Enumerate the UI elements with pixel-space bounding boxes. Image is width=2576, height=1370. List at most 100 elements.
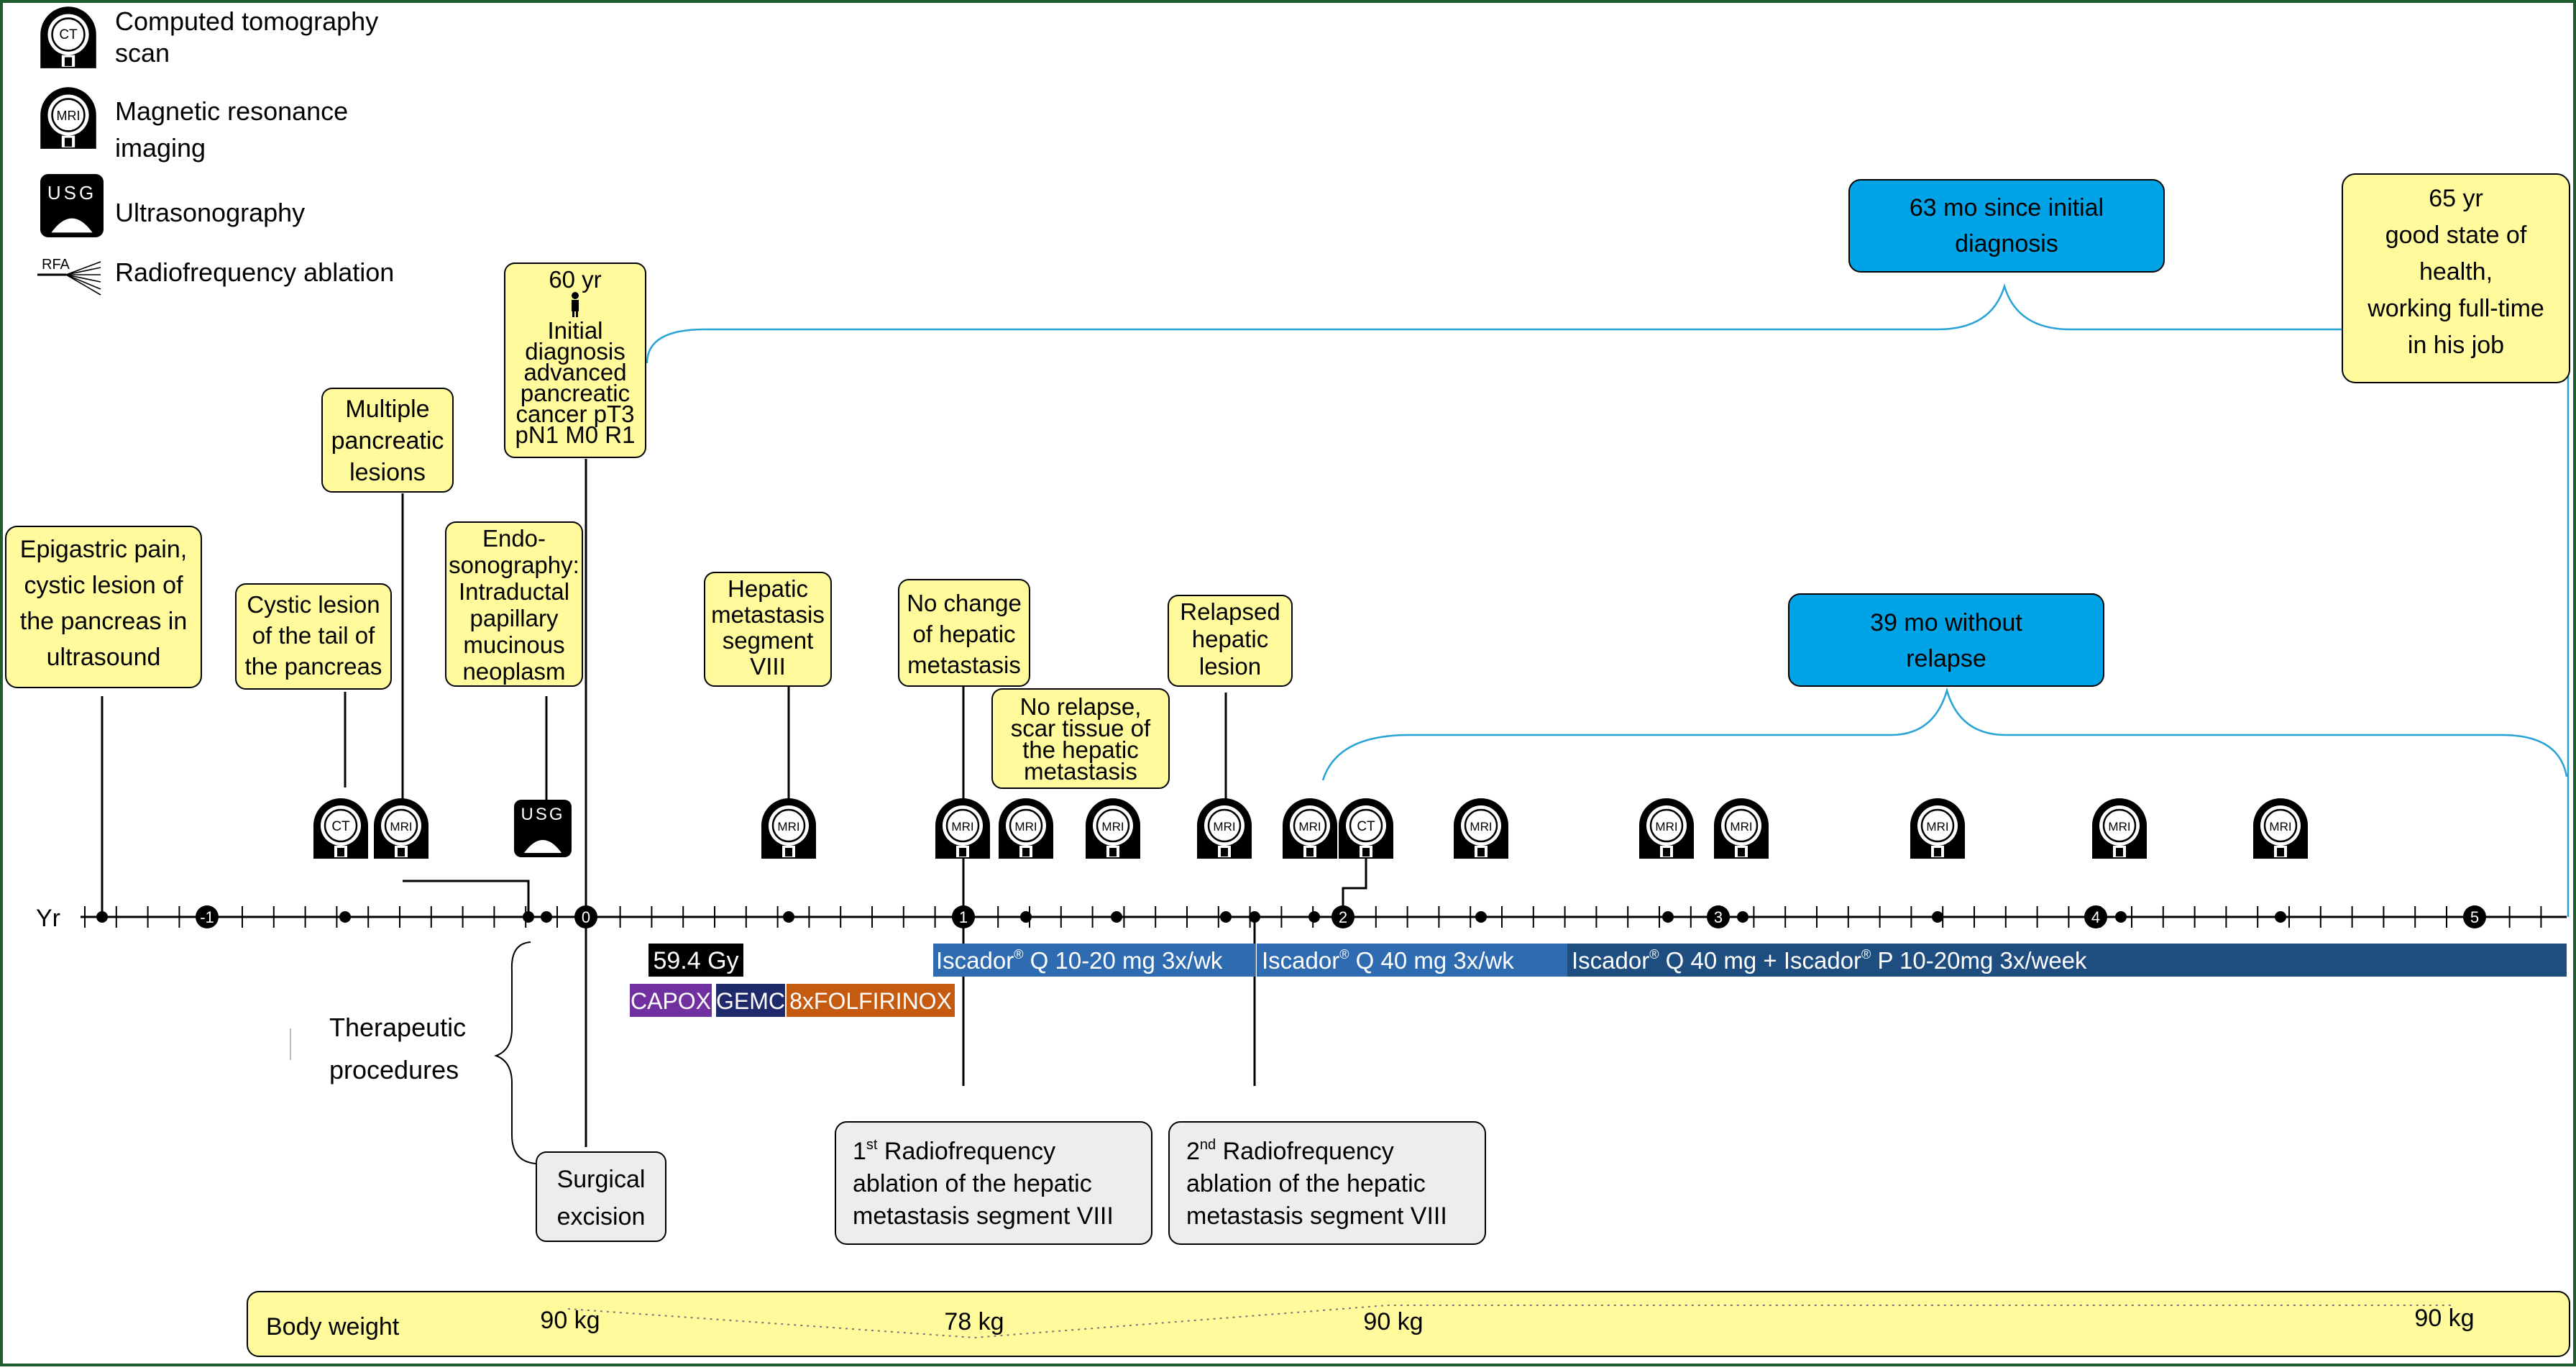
cystic-tail-line3: the pancreas: [245, 653, 382, 680]
folfirinox-label: 8xFOLFIRINOX: [789, 988, 952, 1014]
event-endosonography: Endo- sonography: Intraductal papillary …: [445, 521, 583, 687]
legend-usg-label: Ultrasonography: [115, 198, 305, 227]
duration-39mo-line1: 39 mo without: [1870, 609, 2022, 636]
no-change-line1: No change: [907, 590, 1022, 616]
mri-badge: MRI: [390, 820, 412, 834]
event-epigastric: Epigastric pain, cystic lesion of the pa…: [5, 526, 202, 688]
event-no-relapse: No relapse, scar tissue of the hepatic m…: [991, 688, 1170, 789]
legend-ct-label-2: scan: [115, 38, 170, 68]
scan-usg: USG: [514, 800, 572, 857]
legend-rfa-label: Radiofrequency ablation: [115, 257, 394, 287]
gemc-bar: GEMC: [716, 984, 785, 1017]
event-dot: [1220, 911, 1232, 923]
no-relapse-line1: No relapse,: [1020, 693, 1142, 720]
capox-label: CAPOX: [631, 988, 711, 1014]
event-dot: [1249, 911, 1260, 923]
relapsed-line3: lesion: [1199, 653, 1261, 680]
scan-mri-4: MRI: [997, 797, 1055, 860]
legend-rfa: RFA Radiofrequency ablation: [37, 257, 394, 296]
year-label: 1: [959, 908, 968, 926]
endo-line2: sonography:: [449, 552, 579, 578]
iscador-bar-1: Iscador® Q 10-20 mg 3x/wk: [933, 944, 1255, 977]
iscador-3-label: Iscador® Q 40 mg + Iscador® P 10-20mg 3x…: [1572, 947, 2087, 974]
brace-without-relapse: [1321, 687, 2568, 781]
final-line1: 65 yr: [2429, 185, 2483, 212]
year-marker-2: 2: [1331, 905, 1355, 928]
scan-mri-13: MRI: [2252, 797, 2309, 860]
multiple-line2: pancreatic: [331, 427, 444, 455]
duration-63mo-line2: diagnosis: [1955, 230, 2058, 257]
year-label: 2: [1339, 908, 1347, 926]
legend-ct: CT Computed tomography scan: [39, 5, 378, 70]
event-dot: [1662, 911, 1674, 923]
cystic-tail-line2: of the tail of: [252, 622, 375, 649]
axis-label-yr: Yr: [36, 905, 60, 932]
capox-bar: CAPOX: [630, 984, 712, 1017]
rfa1-line1: 1st Radiofrequency: [853, 1137, 1055, 1165]
event-connectors: [101, 459, 1367, 1147]
year-label: 4: [2091, 908, 2100, 926]
iscador-1-label: Iscador® Q 10-20 mg 3x/wk: [936, 947, 1223, 974]
mri-badge: MRI: [777, 820, 799, 834]
rfa2-line1: 2nd Radiofrequency: [1186, 1137, 1394, 1165]
mri-badge: MRI: [1213, 820, 1235, 834]
weight-value: 78 kg: [944, 1308, 1004, 1335]
diagnosis-line3: advanced: [523, 359, 626, 385]
procedures-brace: [494, 941, 536, 1164]
event-dot: [783, 911, 794, 923]
scan-mri-6: MRI: [1196, 797, 1253, 860]
scan-mri-2: MRI: [760, 797, 817, 860]
year-marker-0: 0: [574, 905, 597, 928]
endo-line4: papillary: [470, 605, 559, 631]
iscador-2-label: Iscador® Q 40 mg 3x/wk: [1262, 947, 1514, 974]
mri-badge: MRI: [1101, 820, 1124, 834]
brace-since-diagnosis: [646, 283, 2342, 364]
weight-value: 90 kg: [1363, 1308, 1423, 1335]
epigastric-line3: the pancreas in: [20, 608, 188, 635]
multiple-line3: lesions: [349, 459, 426, 486]
event-final-status: 65 yr good state of health, working full…: [2342, 173, 2570, 383]
legend-mri-label-2: imaging: [115, 133, 206, 163]
legend-usg: USG Ultrasonography: [40, 174, 305, 237]
weight-value: 90 kg: [2414, 1305, 2474, 1332]
iscador-bar-2: Iscador® Q 40 mg 3x/wk: [1257, 944, 1567, 977]
year-label: 0: [582, 908, 590, 926]
therapeutic-label-2: procedures: [329, 1055, 459, 1084]
duration-braces: [646, 283, 2570, 917]
scan-mri-3: MRI: [934, 797, 991, 860]
mri-badge: MRI: [1298, 820, 1321, 834]
scan-mri-7: MRI: [1281, 797, 1339, 860]
usg-badge: USG: [521, 805, 564, 824]
rfa1-line2: ablation of the hepatic: [853, 1170, 1092, 1197]
legend: CT Computed tomography scan MRI Magnetic…: [37, 5, 394, 296]
final-line3: health,: [2419, 258, 2493, 286]
event-relapsed: Relapsed hepatic lesion: [1168, 595, 1293, 687]
therapy-bars: 59.4 Gy CAPOX GEMC 8xFOLFIRINOX Iscador®…: [630, 944, 2567, 1017]
legend-ct-badge: CT: [59, 27, 78, 42]
scan-mri-9: MRI: [1638, 797, 1695, 860]
event-dot: [541, 911, 552, 923]
diagnosis-line2: diagnosis: [525, 338, 625, 365]
legend-rfa-badge: RFA: [42, 257, 70, 273]
multiple-line1: Multiple: [345, 396, 429, 423]
cystic-tail-line1: Cystic lesion: [247, 591, 380, 618]
epigastric-line1: Epigastric pain,: [20, 536, 187, 563]
gemc-label: GEMC: [716, 988, 785, 1014]
year-marker-4: 4: [2084, 905, 2107, 928]
procedure-surgical: Surgical excision: [536, 1151, 666, 1242]
no-relapse-line2: scar tissue of: [1011, 715, 1151, 741]
duration-box-39mo: 39 mo without relapse: [1788, 593, 2104, 687]
legend-mri-label-1: Magnetic resonance: [115, 96, 348, 126]
no-change-line2: of hepatic: [912, 621, 1015, 647]
year-marker--1: -1: [196, 905, 219, 928]
relapsed-line2: hepatic: [1192, 626, 1268, 652]
year-label: -1: [200, 908, 214, 926]
mri-badge: MRI: [951, 820, 973, 834]
event-no-change: No change of hepatic metastasis: [898, 579, 1030, 687]
final-line2: good state of: [2385, 222, 2527, 249]
therapeutic-procedures-group: Therapeutic procedures: [290, 941, 536, 1164]
event-dot: [1737, 911, 1748, 923]
hepatic-meta-line1: Hepatic: [728, 575, 808, 602]
duration-63mo-line1: 63 mo since initial: [1910, 194, 2104, 222]
